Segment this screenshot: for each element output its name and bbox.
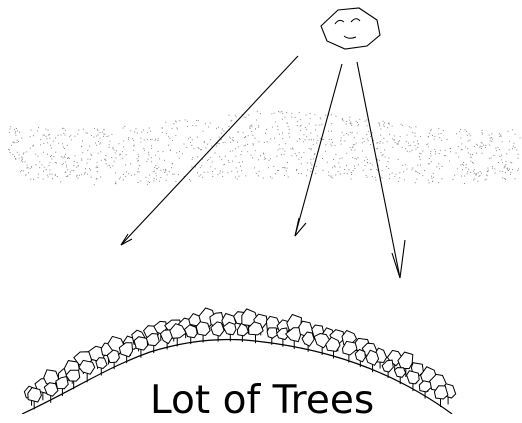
tree-icon (56, 377, 68, 397)
sunlight-rays (121, 56, 405, 278)
tree-icon (196, 322, 210, 343)
ray-right (357, 62, 405, 278)
tree-icon (44, 383, 58, 403)
tree-icon (96, 358, 107, 376)
sun-forest-diagram: Lot of Trees (0, 0, 522, 414)
cloud-layer (8, 111, 521, 185)
tree-icon (223, 322, 236, 341)
tree-icon (419, 381, 431, 399)
ray-middle (295, 64, 342, 236)
sun-icon (321, 8, 380, 49)
tree-icon (134, 337, 148, 358)
diagram-canvas (0, 0, 522, 414)
tree-icon (79, 360, 95, 382)
caption: Lot of Trees (150, 381, 374, 420)
ray-left (121, 56, 298, 245)
tree-icon (366, 350, 379, 372)
tree-icon (394, 368, 405, 385)
tree-icon (355, 350, 365, 368)
tree-icon (407, 371, 420, 391)
